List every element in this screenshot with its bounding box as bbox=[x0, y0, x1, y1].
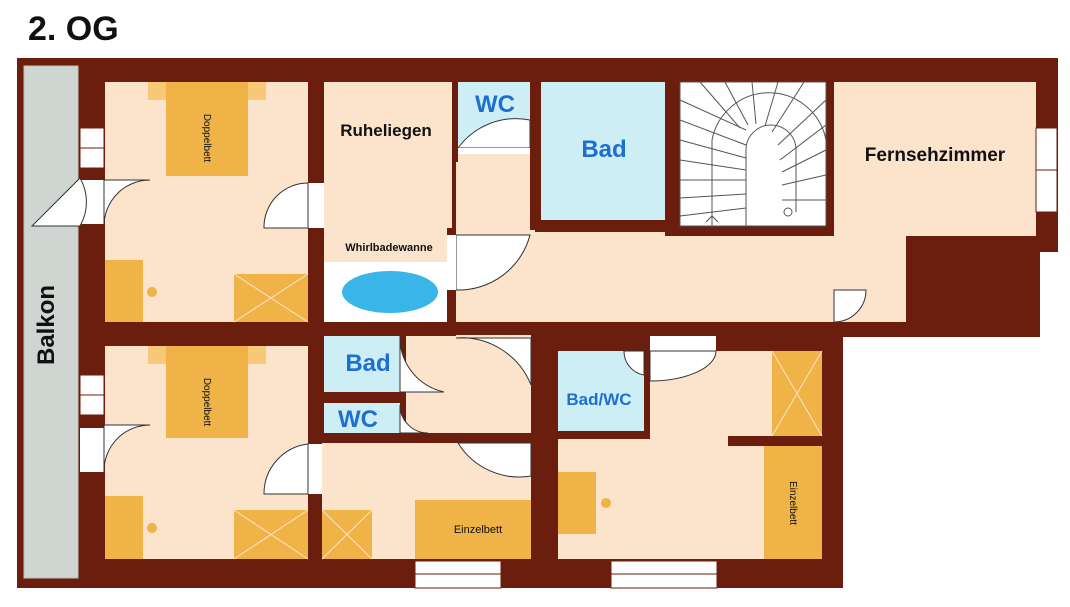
label-doppelbett-bottom: Doppelbett bbox=[201, 378, 212, 427]
wc-mid-floor bbox=[324, 403, 400, 433]
label-einzelbett-right: Einzelbett bbox=[787, 481, 798, 525]
single-bed-right bbox=[764, 446, 822, 559]
bath-areas bbox=[324, 82, 665, 433]
labels: Balkon Doppelbett Doppelbett Ruheliegen … bbox=[33, 91, 1006, 536]
floor-title: 2. OG bbox=[28, 10, 119, 48]
label-fernsehzimmer: Fernsehzimmer bbox=[865, 145, 1006, 166]
bad-mid-floor bbox=[324, 336, 400, 392]
double-bed-top bbox=[166, 82, 248, 176]
fernsehzimmer-floor bbox=[834, 82, 1036, 322]
desk-top bbox=[105, 260, 143, 322]
desk-bottom bbox=[105, 496, 143, 559]
single-bed-left bbox=[415, 500, 531, 559]
label-wc-top: WC bbox=[475, 91, 515, 118]
right-passage-floor bbox=[826, 236, 834, 322]
whirlpool-tub bbox=[342, 271, 438, 313]
furniture bbox=[105, 82, 823, 560]
staircase bbox=[679, 81, 827, 227]
label-einzelbett-left: Einzelbett bbox=[454, 524, 502, 536]
desk-right bbox=[558, 472, 596, 534]
windows bbox=[79, 127, 1058, 589]
label-ruheliegen: Ruheliegen bbox=[340, 121, 432, 140]
bad-top-floor bbox=[541, 82, 665, 220]
label-bad-mid: Bad bbox=[345, 350, 390, 377]
label-wc-mid: WC bbox=[338, 406, 378, 433]
balcony bbox=[24, 66, 78, 578]
corridor-floor bbox=[456, 232, 826, 322]
doors bbox=[30, 118, 867, 495]
label-bad-wc: Bad/WC bbox=[566, 390, 631, 409]
label-whirlbadewanne: Whirlbadewanne bbox=[345, 242, 432, 254]
label-doppelbett-top: Doppelbett bbox=[201, 114, 212, 163]
label-bad-top: Bad bbox=[581, 136, 626, 163]
double-bed-bottom bbox=[166, 346, 248, 438]
label-balkon: Balkon bbox=[33, 285, 60, 365]
